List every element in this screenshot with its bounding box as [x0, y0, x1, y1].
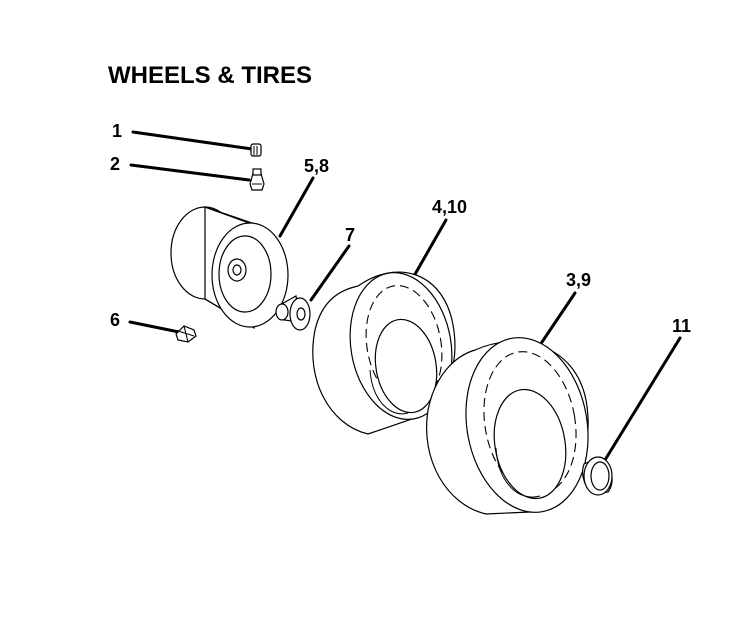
callout-2: 2 — [110, 154, 121, 174]
callout-3-9: 3,9 — [566, 270, 592, 290]
page-title: WHEELS & TIRES — [108, 62, 313, 89]
leader-4-10 — [412, 218, 448, 278]
callout-11: 11 — [672, 316, 692, 336]
callout-7: 7 — [345, 225, 356, 245]
valve-cap-part — [250, 143, 262, 157]
leader-1 — [131, 130, 254, 151]
callout-1: 1 — [112, 121, 123, 141]
rear-tire-part — [426, 337, 589, 515]
callout-6: 6 — [110, 310, 121, 330]
grease-fitting-part — [175, 325, 197, 343]
valve-stem-part — [249, 168, 265, 191]
leader-11 — [603, 336, 682, 462]
wheel-rim-part — [170, 206, 289, 330]
callout-5-8: 5,8 — [304, 156, 330, 176]
leader-5-8 — [278, 176, 315, 238]
leader-3-9 — [538, 291, 577, 347]
bushing-part — [275, 295, 311, 331]
leader-6 — [128, 320, 181, 334]
hub-cap-part — [582, 456, 613, 496]
leader-2 — [129, 163, 251, 182]
front-tire-part — [312, 271, 456, 435]
leader-7 — [309, 244, 351, 302]
callout-4-10: 4,10 — [432, 197, 468, 217]
